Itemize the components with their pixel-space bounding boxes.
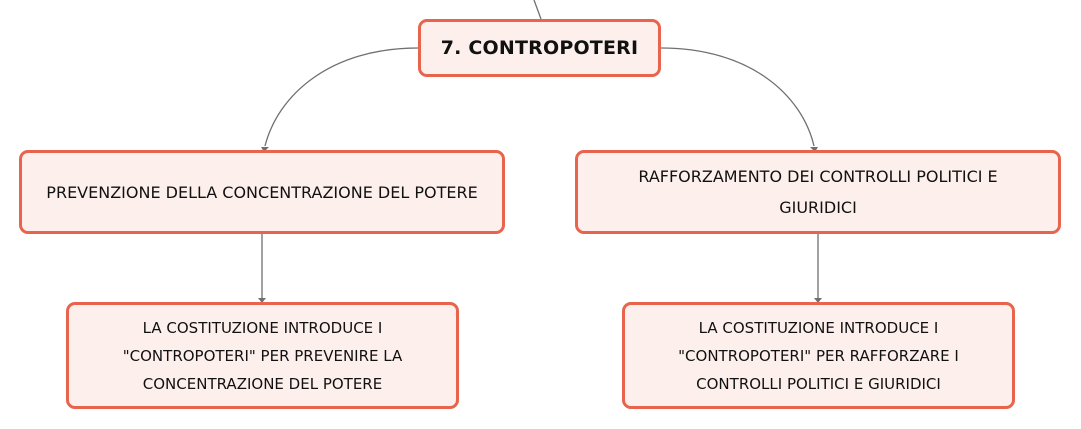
subtopic-node-rafforzare[interactable]: LA COSTITUZIONE INTRODUCE I "CONTROPOTER… [622,302,1015,409]
subtopic-label-rafforzare: LA COSTITUZIONE INTRODUCE I "CONTROPOTER… [678,318,959,393]
connector-root-to-branch-left [264,47,419,147]
root-topic-label: 7. CONTROPOTERI [440,37,639,59]
connector-parent-to-root [533,0,542,20]
subtopic-label-prevenire: LA COSTITUZIONE INTRODUCE I "CONTROPOTER… [122,318,403,393]
connector-root-to-branch-right [660,47,815,147]
root-topic-node[interactable]: 7. CONTROPOTERI [418,19,661,77]
branch-topic-node-prevenzione[interactable]: PREVENZIONE DELLA CONCENTRAZIONE DEL POT… [19,150,505,234]
branch-topic-label-rafforzamento: RAFFORZAMENTO DEI CONTROLLI POLITICI E G… [638,167,998,217]
branch-topic-label-prevenzione: PREVENZIONE DELLA CONCENTRAZIONE DEL POT… [46,182,478,202]
subtopic-node-prevenire[interactable]: LA COSTITUZIONE INTRODUCE I "CONTROPOTER… [66,302,459,409]
branch-topic-node-rafforzamento[interactable]: RAFFORZAMENTO DEI CONTROLLI POLITICI E G… [575,150,1061,234]
